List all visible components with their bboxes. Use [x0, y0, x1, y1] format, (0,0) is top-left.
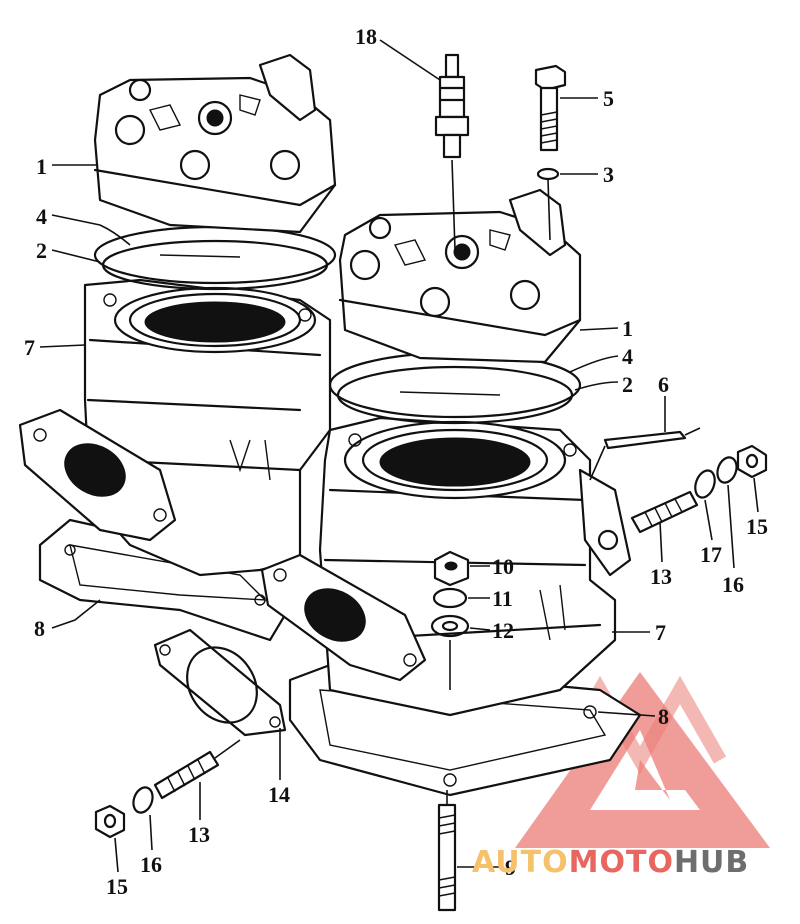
lock-washer-16-left: [132, 786, 154, 814]
callout-9: 9: [505, 855, 516, 880]
wordmark-hub: HUB: [674, 845, 749, 880]
lock-washer-16: [716, 456, 738, 484]
callout-17: 17: [700, 542, 722, 567]
exhaust-stud-left: [153, 739, 241, 800]
callout-10: 10: [492, 554, 514, 579]
callout-7-right: 7: [655, 620, 666, 645]
callout-14: 14: [268, 782, 290, 807]
callout-15-left: 15: [106, 874, 128, 899]
nut-10: [433, 550, 470, 587]
exhaust-stud-right: [630, 490, 699, 534]
callout-13-right: 13: [650, 564, 672, 589]
callout-3: 3: [603, 162, 614, 187]
callout-7-left: 7: [24, 335, 35, 360]
washer-3: [536, 167, 560, 241]
washer-11: [432, 587, 468, 609]
head-gaskets-left: [93, 225, 337, 291]
callout-11: 11: [492, 586, 513, 611]
callout-13-left: 13: [188, 822, 210, 847]
head-bolt: [534, 64, 567, 152]
callout-15-right: 15: [746, 514, 768, 539]
flat-washer-17: [694, 469, 716, 499]
hex-nut-15: [736, 444, 768, 479]
dowel-pin: [589, 427, 701, 481]
wordmark-auto: AUTO: [472, 845, 569, 880]
logo-triangle-icon: [515, 672, 770, 848]
hex-nut-15-left: [94, 804, 126, 839]
callout-16-right: 16: [722, 572, 744, 597]
leader-lines: [39, 39, 759, 873]
automotohub-wordmark: AUTOMOTOHUB: [472, 845, 749, 880]
cylinder-stud-9: [437, 790, 457, 912]
exhaust-flange-gasket: [153, 628, 287, 737]
callout-labels: 18 5 3 1 4 2 7 8 1 4 2 6 10 11 12 7 8 9 …: [24, 24, 768, 899]
callout-4-right: 4: [622, 344, 633, 369]
callout-12: 12: [492, 618, 514, 643]
cylinder-head-right: [338, 188, 582, 364]
cylinder-left: [18, 278, 332, 577]
callout-4-left: 4: [36, 204, 47, 229]
callout-6: 6: [658, 372, 669, 397]
callout-1-left: 1: [36, 154, 47, 179]
callout-1-right: 1: [622, 316, 633, 341]
spark-plug: [434, 53, 470, 251]
cylinder-head-left: [93, 53, 337, 234]
callout-5: 5: [603, 86, 614, 111]
wordmark-moto: MOTO: [569, 845, 674, 880]
head-gaskets-right: [328, 351, 582, 425]
callout-8-left: 8: [34, 616, 45, 641]
washer-12: [430, 614, 470, 690]
callout-2-left: 2: [36, 238, 47, 263]
callout-8-right: 8: [658, 704, 669, 729]
callout-18: 18: [355, 24, 377, 49]
svg-text:AUTOMOTOHUB: AUTOMOTOHUB: [472, 845, 749, 880]
callout-2-right: 2: [622, 372, 633, 397]
callout-16-left: 16: [140, 852, 162, 877]
